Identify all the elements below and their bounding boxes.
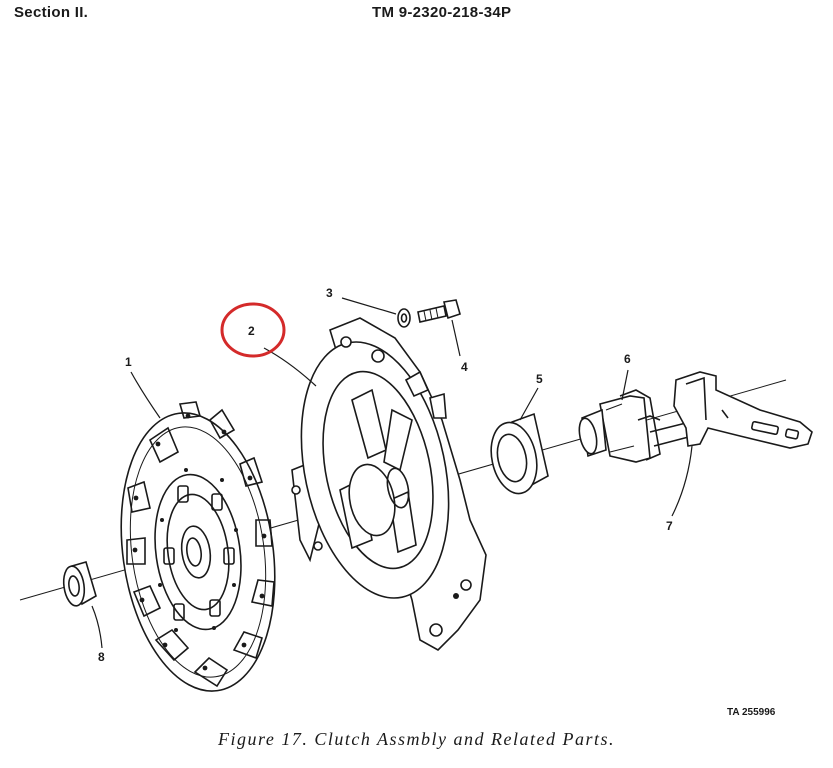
callout-1: 1 <box>125 355 132 369</box>
leader-lines <box>91 297 693 649</box>
callout-4: 4 <box>461 360 468 374</box>
pilot-bearing <box>62 561 97 607</box>
bearing-carrier <box>578 389 701 463</box>
bolt <box>417 299 461 323</box>
ta-number: TA 255996 <box>727 707 776 718</box>
callout-5: 5 <box>536 372 543 386</box>
clutch-disc <box>120 401 276 692</box>
release-bearing <box>490 412 549 495</box>
section-label: Section II. <box>14 4 89 21</box>
callout-3: 3 <box>326 286 333 300</box>
callout-6: 6 <box>624 352 631 366</box>
figure-caption: Figure 17. Clutch Assmbly and Related Pa… <box>218 729 615 749</box>
callout-7: 7 <box>666 519 673 533</box>
pressure-plate-assembly <box>291 317 487 651</box>
highlight-circle <box>220 302 286 358</box>
callout-2: 2 <box>248 324 255 338</box>
release-fork <box>673 371 813 449</box>
tm-number: TM 9-2320-218-34P <box>372 4 512 21</box>
lock-washer <box>397 308 411 328</box>
callout-8: 8 <box>98 650 105 664</box>
